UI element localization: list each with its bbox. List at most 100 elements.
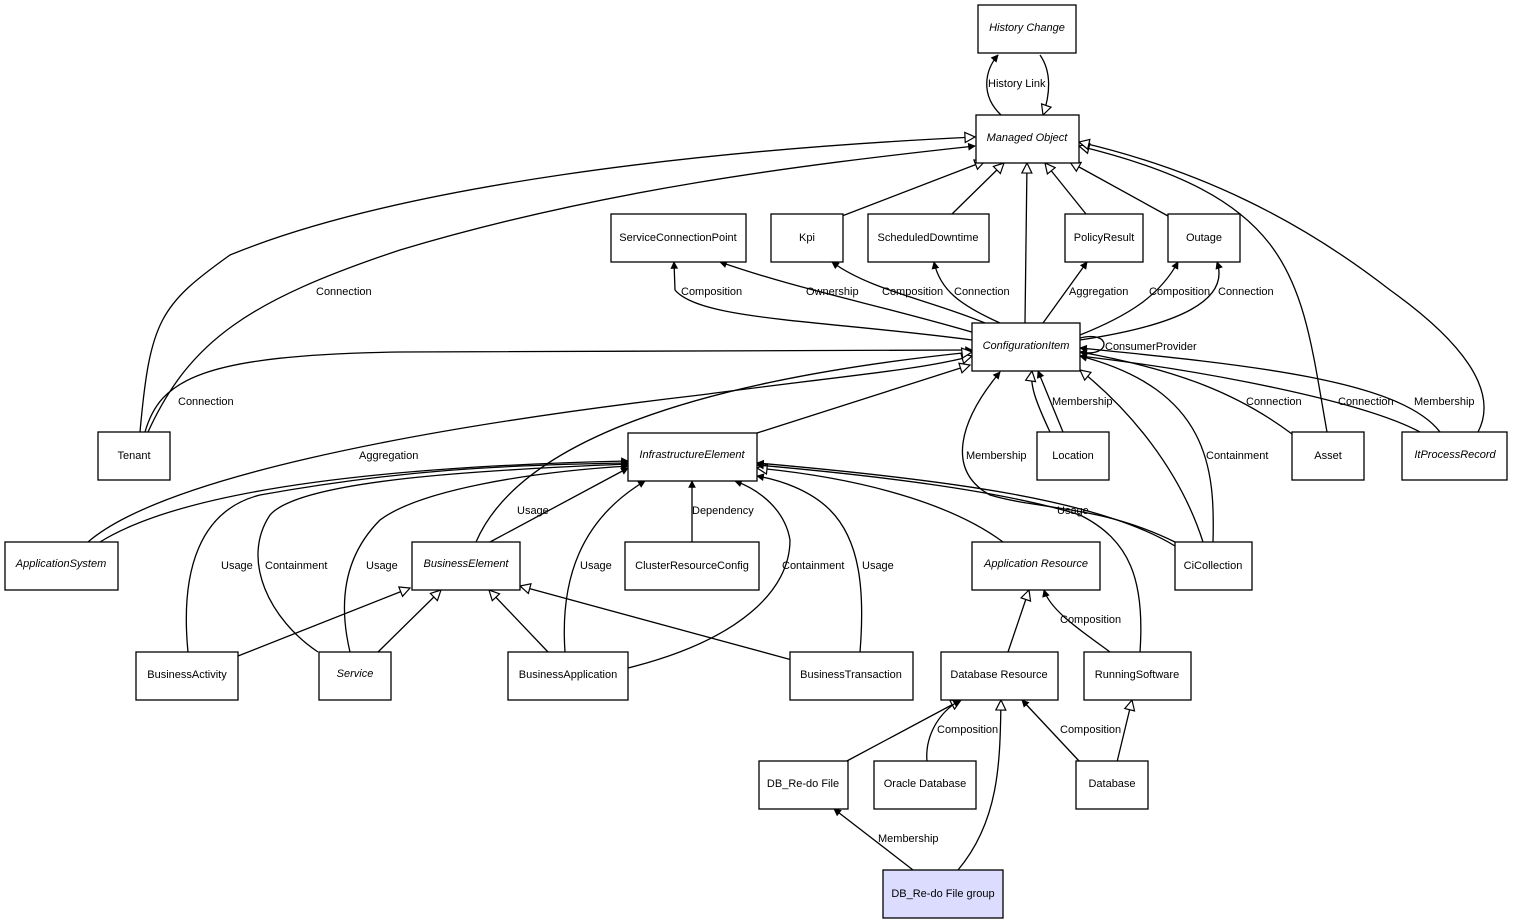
node-label: BusinessTransaction xyxy=(800,669,902,681)
node-history-change[interactable]: History Change xyxy=(977,4,1077,54)
edge-cicoll-to-ci-second xyxy=(1080,356,1214,543)
edge-label-composition: Composition xyxy=(882,286,943,298)
edge-ci-sched-connection xyxy=(934,262,1001,324)
edge-label-usage: Usage xyxy=(366,560,398,572)
edge-redo-to-dbres xyxy=(844,700,961,763)
edge-label-composition: Composition xyxy=(1149,286,1210,298)
node-business-activity[interactable]: BusinessActivity xyxy=(135,651,239,701)
node-running-software[interactable]: RunningSoftware xyxy=(1083,651,1192,701)
edge-service-usage-infra xyxy=(343,466,628,653)
node-label: Tenant xyxy=(117,450,150,462)
edge-database-to-running xyxy=(1116,700,1132,763)
node-ci-collection[interactable]: CiCollection xyxy=(1174,541,1253,591)
node-label: ScheduledDowntime xyxy=(878,232,979,244)
edge-itproc-to-managed-object xyxy=(1079,142,1485,433)
node-db-redo-file[interactable]: DB_Re-do File xyxy=(758,760,849,810)
node-label: ApplicationSystem xyxy=(15,558,107,570)
edge-label-connection: Connection xyxy=(1338,396,1394,408)
edge-ci-outage-composition xyxy=(1079,262,1179,336)
node-label: Database Resource xyxy=(950,669,1047,681)
edge-label-ownership: Ownership xyxy=(806,286,859,298)
edge-ci-consumer-provider xyxy=(1080,335,1105,353)
edge-dbres-to-appres xyxy=(1007,590,1029,653)
edge-appsys-to-infra xyxy=(99,461,628,543)
node-oracle-database[interactable]: Oracle Database xyxy=(873,760,977,810)
edge-appres-to-infra xyxy=(757,468,1004,543)
node-label: Asset xyxy=(1314,450,1342,462)
node-configuration-item[interactable]: ConfigurationItem xyxy=(971,322,1081,372)
node-label: PolicyResult xyxy=(1074,232,1135,244)
edge-label-usage: Usage xyxy=(580,560,612,572)
edge-cicoll-usage-infra xyxy=(757,463,1176,547)
node-service-connection-point[interactable]: ServiceConnectionPoint xyxy=(610,213,747,263)
edge-asset-to-managed-object xyxy=(1079,146,1328,433)
node-application-system[interactable]: ApplicationSystem xyxy=(4,541,119,591)
edge-label-membership: Membership xyxy=(966,450,1027,462)
edge-tenant-ci-connection xyxy=(144,350,972,433)
node-business-application[interactable]: BusinessApplication xyxy=(507,651,629,701)
edge-label-usage: Usage xyxy=(221,560,253,572)
node-database[interactable]: Database xyxy=(1075,760,1149,810)
node-label: Kpi xyxy=(799,232,815,244)
node-label: Oracle Database xyxy=(884,778,967,790)
edge-label-connection: Connection xyxy=(178,396,234,408)
node-it-process-record[interactable]: ItProcessRecord xyxy=(1401,431,1508,481)
node-scheduled-downtime[interactable]: ScheduledDowntime xyxy=(867,213,990,263)
edge-bizel-to-ci xyxy=(475,352,972,543)
edge-label-composition: Composition xyxy=(1060,724,1121,736)
edge-label-connection: Connection xyxy=(316,286,372,298)
node-policy-result[interactable]: PolicyResult xyxy=(1064,213,1144,263)
node-label: Database xyxy=(1088,778,1135,790)
edge-running-to-appres xyxy=(1044,590,1111,653)
node-label: CiCollection xyxy=(1184,560,1243,572)
edge-bizapp-usage-infra xyxy=(563,480,645,653)
edge-bizact-to-bizel xyxy=(237,588,410,657)
node-service[interactable]: Service xyxy=(318,651,392,701)
node-managed-object[interactable]: Managed Object xyxy=(975,114,1080,164)
edge-service-containment-infra xyxy=(257,464,628,653)
node-tenant[interactable]: Tenant xyxy=(97,431,171,481)
edge-tenant-to-managed-object xyxy=(139,137,975,433)
node-infrastructure-element[interactable]: InfrastructureElement xyxy=(627,432,758,482)
node-kpi[interactable]: Kpi xyxy=(770,213,844,263)
node-business-element[interactable]: BusinessElement xyxy=(411,541,521,591)
edge-label-composition: Composition xyxy=(937,724,998,736)
edge-tenant-connection-to-managed-object xyxy=(147,146,975,433)
edge-database-to-dbres xyxy=(1022,700,1081,763)
edge-ci-kpi-composition xyxy=(832,262,986,324)
edge-outage-to-managed-object xyxy=(1070,162,1169,217)
node-database-resource[interactable]: Database Resource xyxy=(940,651,1059,701)
node-location[interactable]: Location xyxy=(1036,431,1110,481)
node-asset[interactable]: Asset xyxy=(1291,431,1365,481)
edge-label-membership: Membership xyxy=(1414,396,1475,408)
edge-bizapp-containment-infra xyxy=(627,481,791,669)
node-label: BusinessActivity xyxy=(147,669,227,681)
edge-label-usage: Usage xyxy=(1057,505,1089,517)
edge-label-dependency: Dependency xyxy=(692,505,754,517)
node-label: Application Resource xyxy=(983,558,1088,570)
node-label: RunningSoftware xyxy=(1095,669,1179,681)
node-label: Location xyxy=(1052,450,1094,462)
node-business-transaction[interactable]: BusinessTransaction xyxy=(789,651,914,701)
edge-history-link xyxy=(986,55,1049,115)
edge-label-consumer-provider: ConsumerProvider xyxy=(1105,341,1197,353)
edge-label-containment: Containment xyxy=(1206,450,1268,462)
node-db-redo-file-group[interactable]: DB_Re-do File group xyxy=(882,869,1004,919)
node-label: History Change xyxy=(989,22,1065,34)
node-label: DB_Re-do File xyxy=(767,778,839,790)
edge-ci-scp-ownership xyxy=(720,262,976,334)
edge-bizapp-to-bizel xyxy=(489,590,549,653)
edge-redogroup-to-redo xyxy=(834,809,914,871)
node-outage[interactable]: Outage xyxy=(1167,213,1241,263)
edge-asset-to-ci xyxy=(1080,352,1293,435)
edge-ci-scp-composition xyxy=(674,262,973,341)
node-cluster-resource-config[interactable]: ClusterResourceConfig xyxy=(624,541,760,591)
node-application-resource[interactable]: Application Resource xyxy=(971,541,1101,591)
node-label: Managed Object xyxy=(987,132,1069,144)
edge-oracle-to-dbres xyxy=(926,699,960,763)
edge-label-history-link: History Link xyxy=(988,78,1046,90)
edge-infra-to-ci xyxy=(756,365,970,434)
edge-redogroup-to-dbres xyxy=(957,700,1001,871)
edge-label-connection: Connection xyxy=(1218,286,1274,298)
